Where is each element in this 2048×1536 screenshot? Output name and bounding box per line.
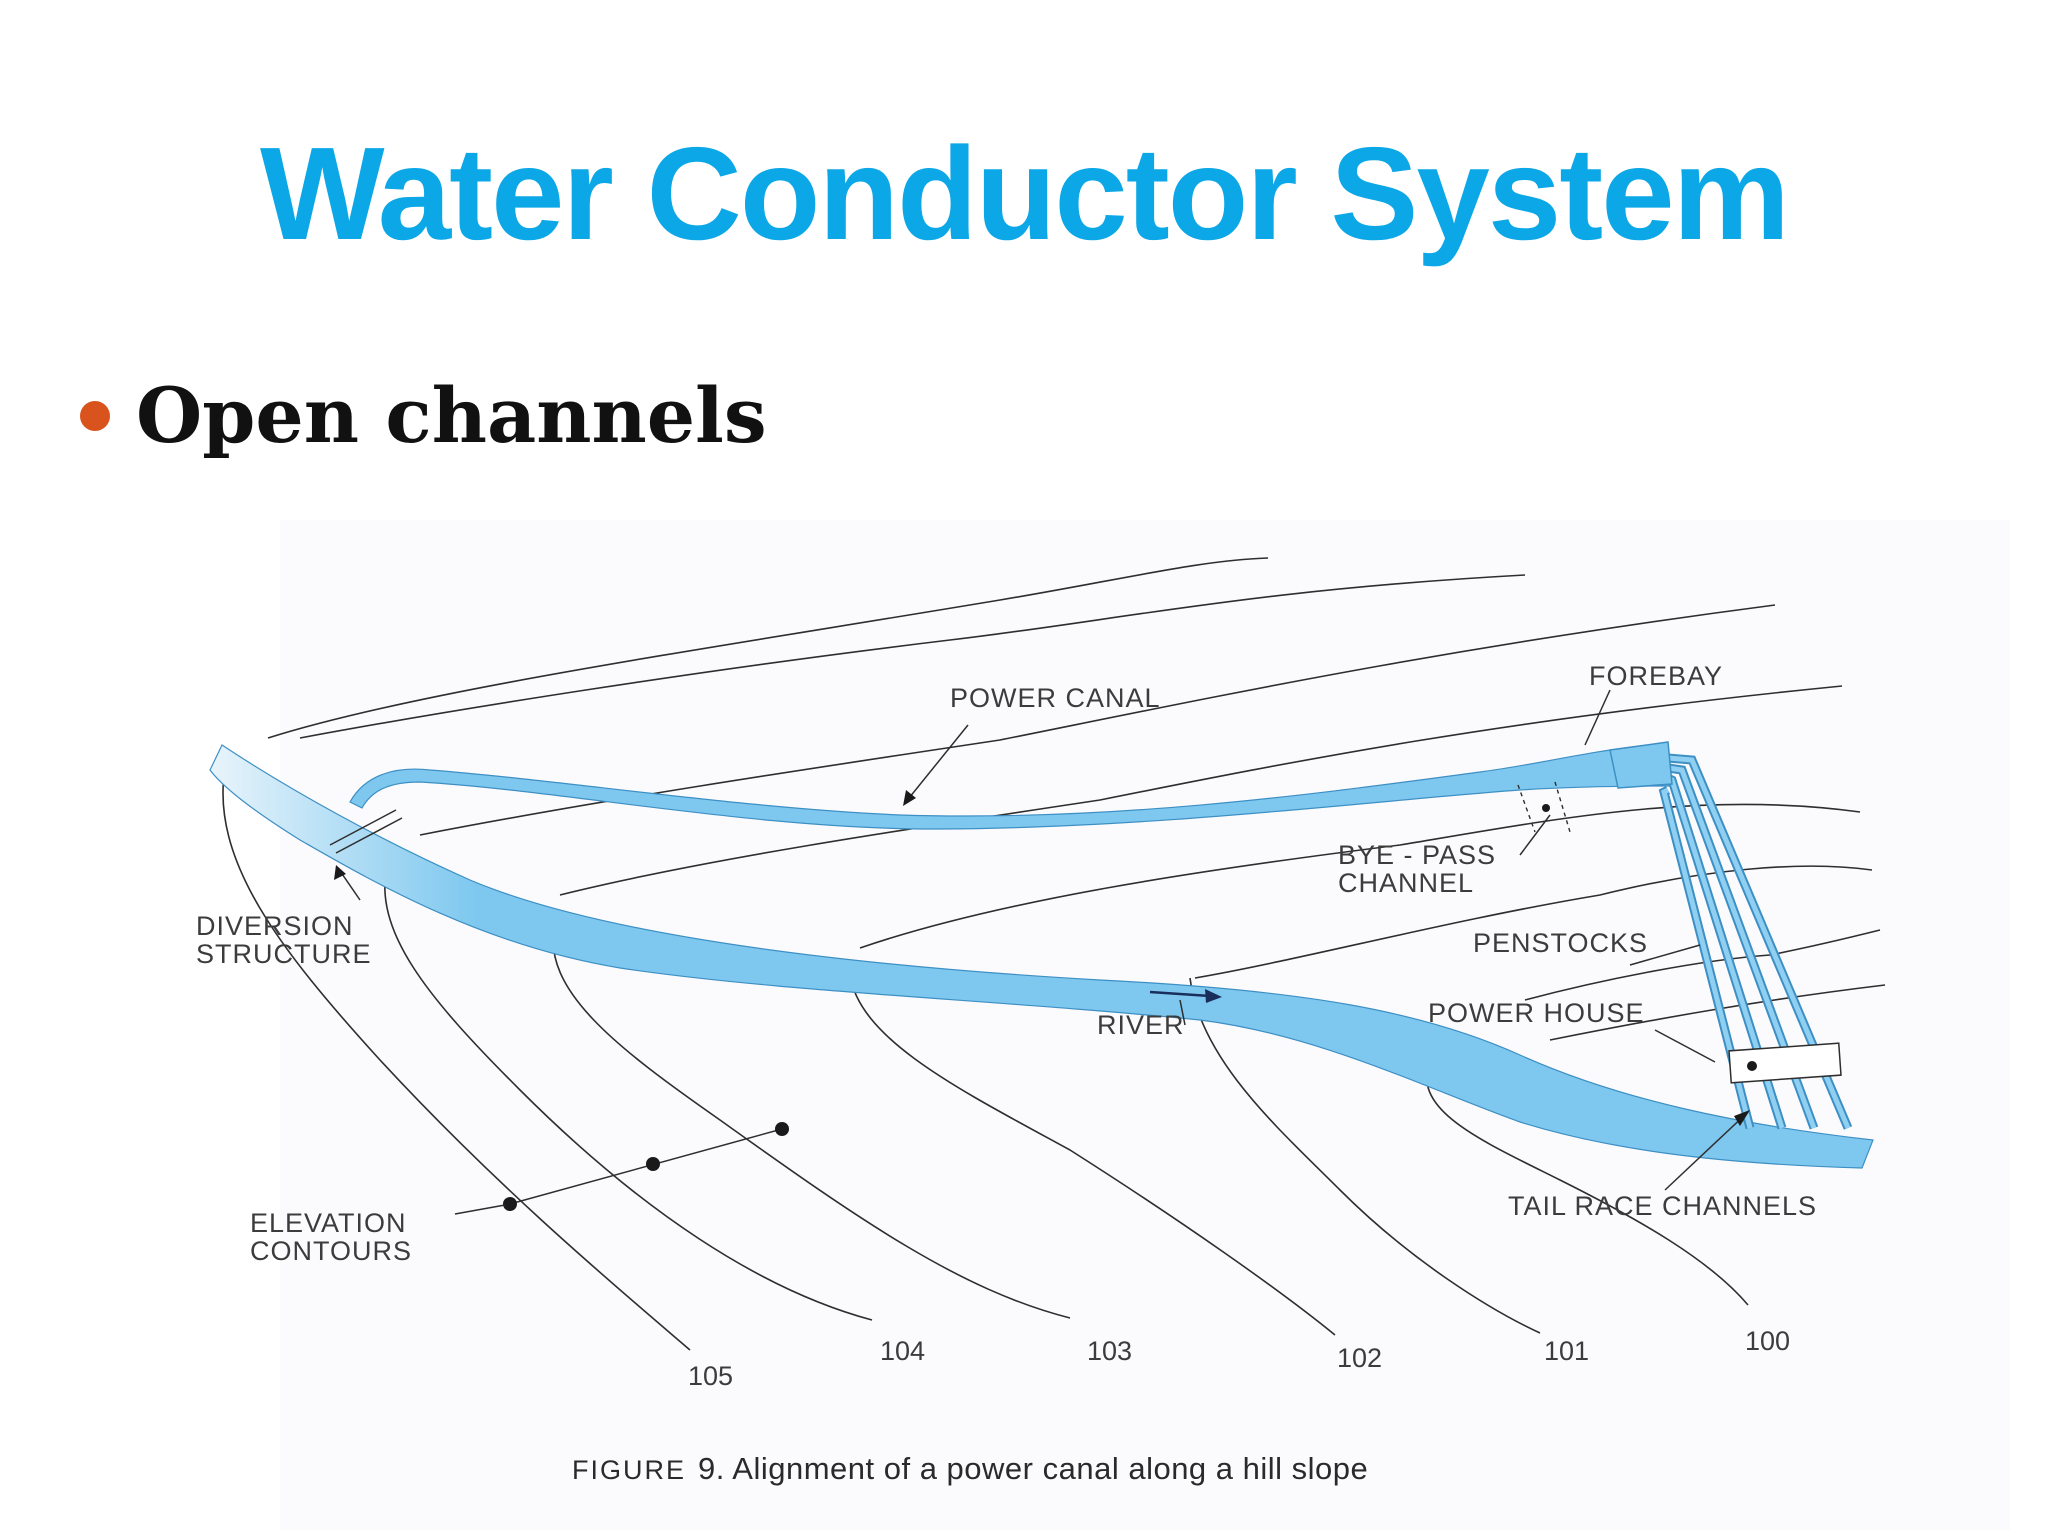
diversion-structure: [329, 809, 403, 854]
caption-figure-word: FIGURE: [572, 1455, 686, 1485]
label-power-canal: POWER CANAL: [950, 683, 1161, 713]
label-river: RIVER: [1097, 1010, 1185, 1040]
contour-102: [849, 974, 1336, 1336]
bullet-item: Open channels: [80, 378, 767, 454]
label-penstocks: PENSTOCKS: [1473, 928, 1648, 958]
contour-label-102: 102: [1337, 1343, 1382, 1373]
bullet-dot-icon: [80, 401, 110, 431]
slide-title: Water Conductor System: [259, 120, 1790, 267]
upper-contours: [267, 557, 1886, 1041]
label-elevation-2: CONTOURS: [250, 1236, 412, 1266]
label-elevation-1: ELEVATION: [250, 1208, 407, 1238]
river: [209, 744, 1874, 1169]
power-house-dot: [1747, 1061, 1757, 1071]
leader-lines: [334, 689, 1750, 1215]
label-bye-pass-2: CHANNEL: [1338, 868, 1474, 898]
label-tail-race: TAIL RACE CHANNELS: [1508, 1191, 1817, 1221]
contour-label-105: 105: [688, 1361, 733, 1391]
label-diversion-2: STRUCTURE: [196, 939, 372, 969]
contour-label-100: 100: [1745, 1326, 1790, 1356]
flow-arrow-icon: [1149, 989, 1222, 1003]
power-house: [1728, 1042, 1842, 1084]
contour-label-104: 104: [880, 1336, 925, 1366]
contour-label-101: 101: [1544, 1336, 1589, 1366]
label-bye-pass-1: BYE - PASS: [1338, 840, 1496, 870]
lower-contours: [222, 767, 1749, 1351]
contour-103: [552, 924, 1071, 1319]
figure-caption: FIGURE 9. Alignment of a power canal alon…: [572, 1451, 1368, 1486]
contour-label-103: 103: [1087, 1336, 1132, 1366]
forebay: [1609, 741, 1673, 789]
power-canal: [349, 744, 1670, 830]
bye-pass-channel: [1517, 781, 1571, 833]
label-forebay: FOREBAY: [1589, 661, 1723, 691]
caption-text: 9. Alignment of a power canal along a hi…: [698, 1451, 1368, 1486]
contour-105: [222, 767, 691, 1351]
label-power-house: POWER HOUSE: [1428, 998, 1645, 1028]
contour-101: [1189, 977, 1541, 1334]
contour-100: [1425, 1059, 1749, 1306]
contour-104: [384, 861, 873, 1321]
label-diversion-1: DIVERSION: [196, 911, 354, 941]
bullet-text: Open channels: [136, 371, 767, 460]
elevation-markers: [503, 1122, 789, 1211]
